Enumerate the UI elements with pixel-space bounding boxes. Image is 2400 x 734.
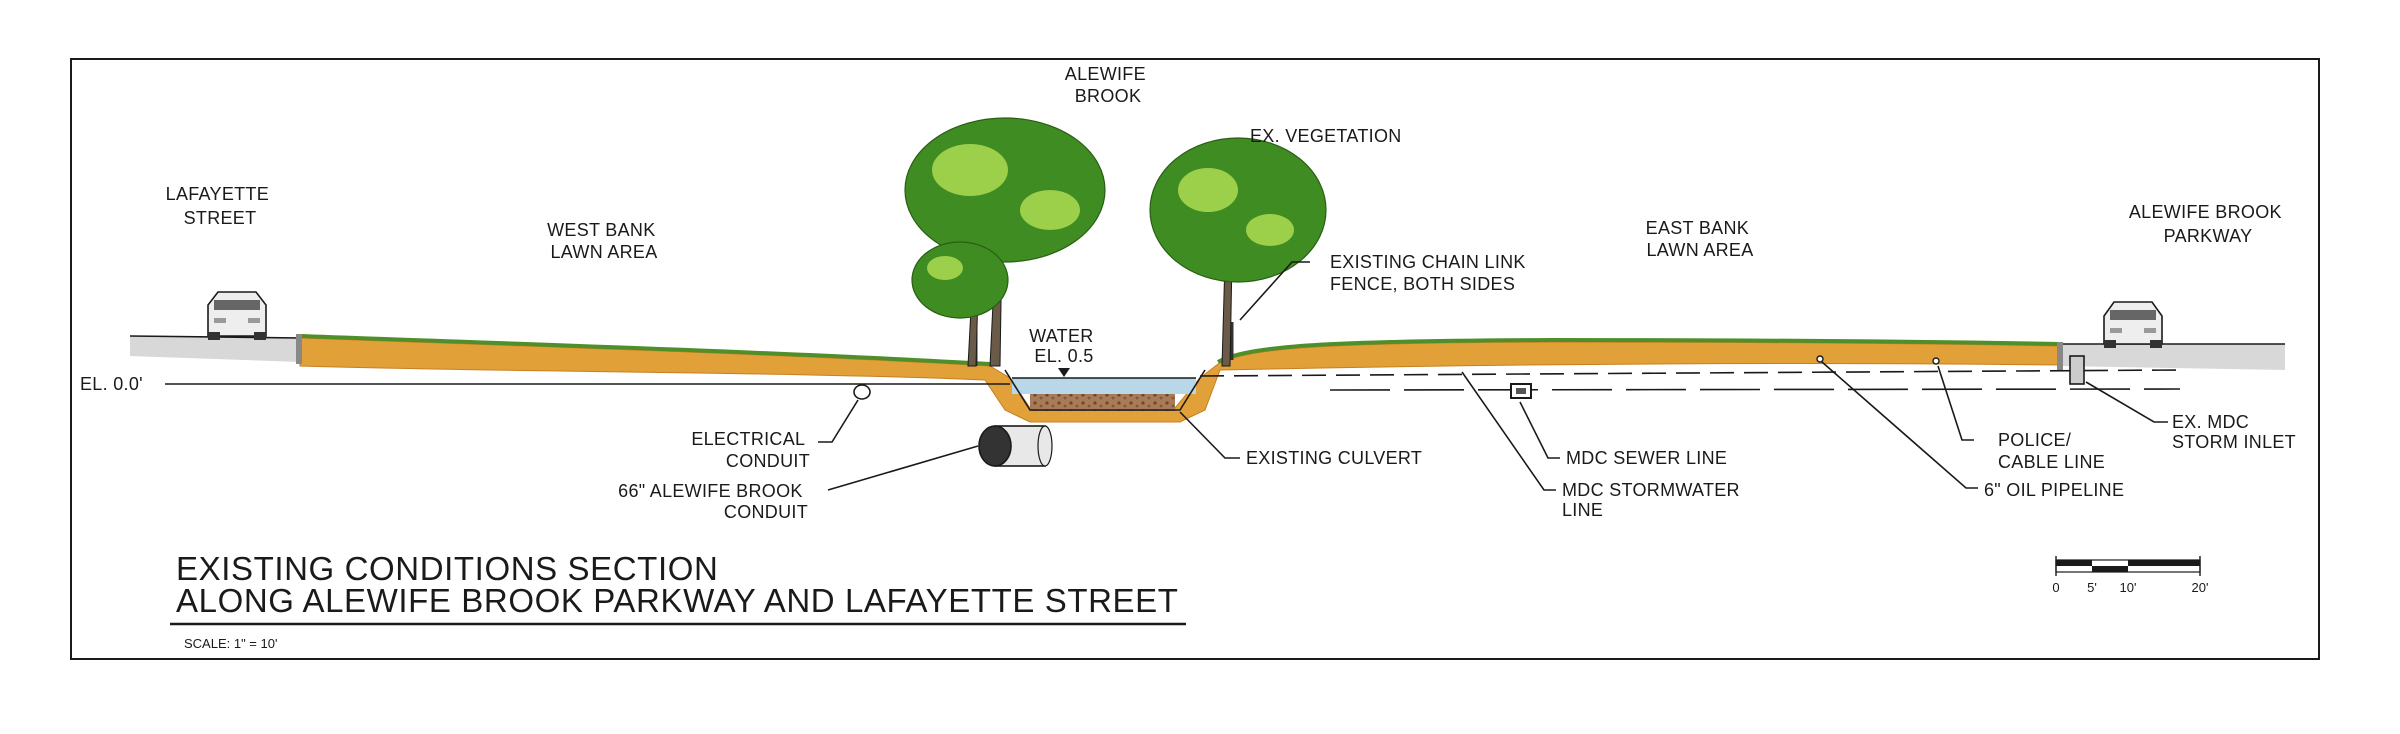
police-cable-symbol: [1932, 357, 1940, 365]
west-curb: [296, 334, 302, 364]
title-line-1: EXISTING CONDITIONS SECTION: [176, 550, 718, 587]
tree-west-small: [911, 241, 1009, 367]
label-oil-pipeline: 6" OIL PIPELINE: [1984, 480, 2124, 500]
car-east: [2103, 301, 2163, 348]
water-level-marker: [1058, 368, 1070, 377]
electrical-conduit-symbol: [853, 384, 871, 400]
label-alewife-brook: ALEWIFE BROOK: [1065, 64, 1151, 106]
label-mdc-sewer: MDC SEWER LINE: [1566, 448, 1727, 468]
label-electrical-conduit: ELECTRICAL CONDUIT: [691, 429, 810, 471]
scale-tick-5: 5': [2087, 580, 2097, 595]
label-existing-culvert: EXISTING CULVERT: [1246, 448, 1422, 468]
title-line-2: ALONG ALEWIFE BROOK PARKWAY AND LAFAYETT…: [176, 582, 1179, 619]
storm-inlet-box: [2069, 355, 2085, 385]
label-east-bank: EAST BANK LAWN AREA: [1646, 218, 1755, 260]
scale-bar: 0 5' 10' 20': [2052, 556, 2208, 595]
label-alewife-brook-parkway: ALEWIFE BROOK PARKWAY: [2129, 202, 2287, 246]
tree-east: [1149, 137, 1327, 367]
oil-pipeline-symbol: [1816, 355, 1824, 363]
channel-riprap: [1030, 393, 1175, 411]
leader-lines: [818, 261, 2168, 491]
east-curb: [2057, 342, 2063, 370]
scale-tick-20: 20': [2192, 580, 2209, 595]
car-west: [207, 291, 267, 340]
grass-line-east: [1217, 337, 2061, 364]
annotation-labels: LAFAYETTE STREET WEST BANK LAWN AREA ALE…: [80, 64, 2296, 522]
brook-conduit-pipe: [978, 425, 1053, 467]
utilities: [853, 355, 2085, 467]
scale-text: SCALE: 1" = 10': [184, 636, 277, 651]
label-mdc-storm-inlet: EX. MDC STORM INLET: [2172, 412, 2296, 452]
label-ex-vegetation: EX. VEGETATION: [1250, 126, 1402, 146]
label-brook-conduit: 66" ALEWIFE BROOK CONDUIT: [618, 481, 808, 522]
parkway-pavement: [2060, 344, 2285, 370]
label-police-cable: POLICE/ CABLE LINE: [1998, 430, 2105, 472]
label-lafayette-street: LAFAYETTE STREET: [166, 184, 275, 228]
scale-tick-10: 10': [2120, 580, 2137, 595]
drawing-frame: [70, 58, 2320, 660]
channel-water: [1012, 378, 1196, 394]
label-elevation: EL. 0.0': [80, 374, 143, 394]
label-west-bank: WEST BANK LAWN AREA: [547, 220, 661, 262]
grass-line-west: [299, 334, 991, 366]
label-mdc-stormwater: MDC STORMWATER LINE: [1562, 480, 1745, 520]
title-block: EXISTING CONDITIONS SECTION ALONG ALEWIF…: [170, 550, 1186, 651]
scale-tick-0: 0: [2052, 580, 2059, 595]
label-water: WATER EL. 0.5: [1029, 326, 1099, 366]
label-chain-link-fence: EXISTING CHAIN LINK FENCE, BOTH SIDES: [1330, 252, 1531, 294]
lafayette-street-pavement: [130, 336, 300, 362]
ground-profile: [129, 334, 2285, 423]
